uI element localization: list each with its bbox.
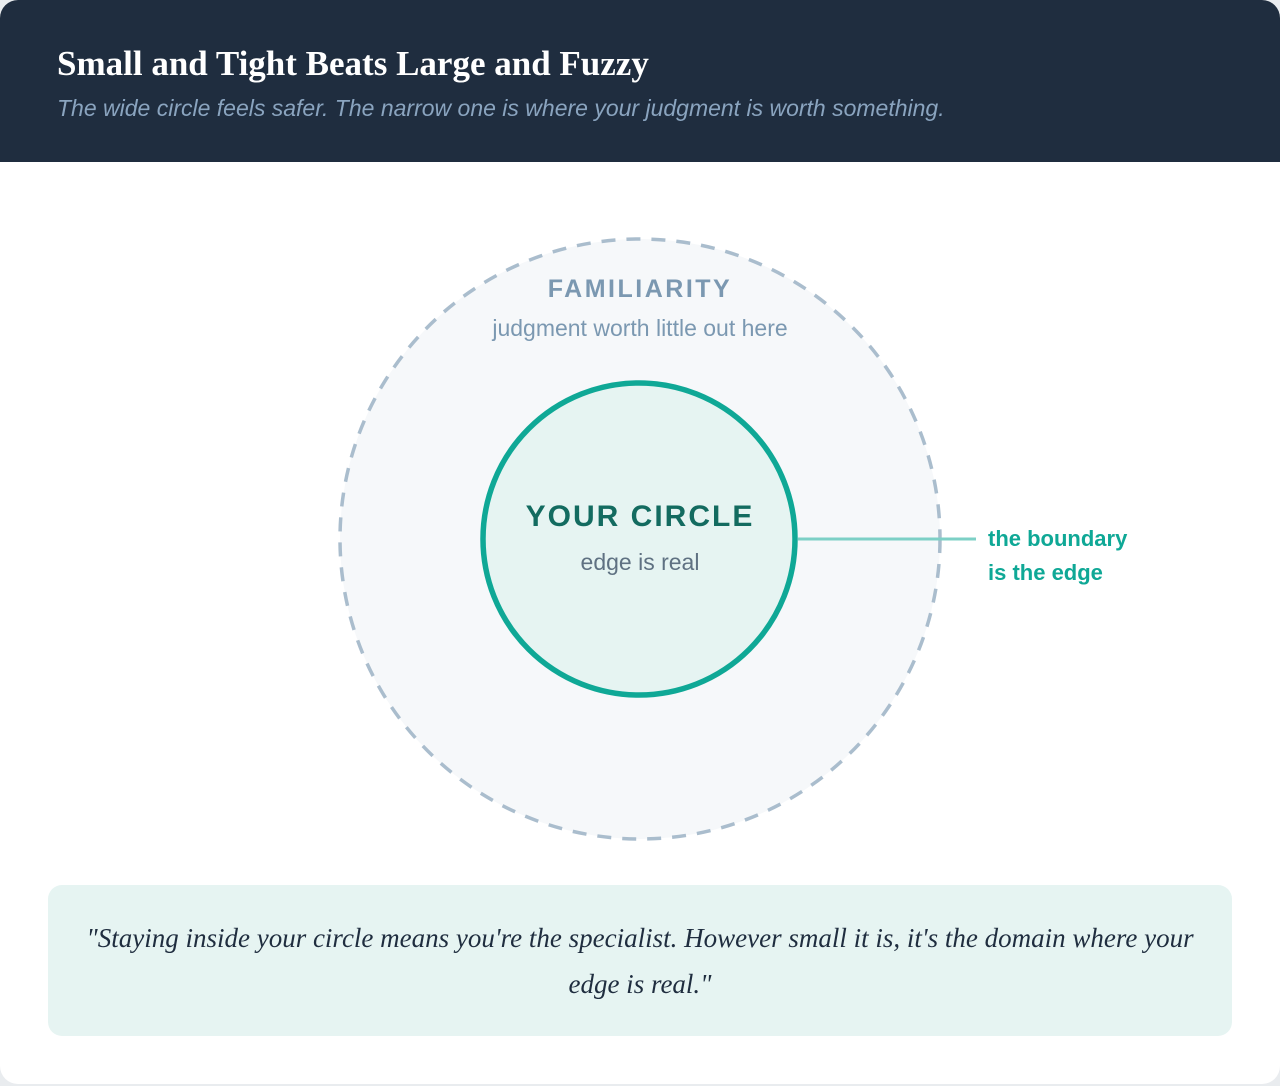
header: Small and Tight Beats Large and Fuzzy Th…: [0, 0, 1280, 162]
your-circle-label: YOUR CIRCLE: [526, 500, 755, 533]
your-circle-caption: edge is real: [581, 549, 700, 575]
familiarity-label: FAMILIARITY: [548, 275, 732, 303]
boundary-callout-line-1: the boundary: [988, 526, 1128, 551]
quote-box: "Staying inside your circle means you're…: [48, 885, 1232, 1036]
familiarity-caption: judgment worth little out here: [491, 315, 787, 341]
page-subtitle: The wide circle feels safer. The narrow …: [57, 95, 945, 121]
page-title: Small and Tight Beats Large and Fuzzy: [57, 44, 649, 83]
circle-of-competence-diagram: FAMILIARITY judgment worth little out he…: [338, 237, 1128, 841]
your-circle: [480, 380, 798, 698]
quote-text: "Staying inside your circle means you're…: [86, 922, 1194, 999]
boundary-callout-line-2: is the edge: [988, 560, 1103, 585]
